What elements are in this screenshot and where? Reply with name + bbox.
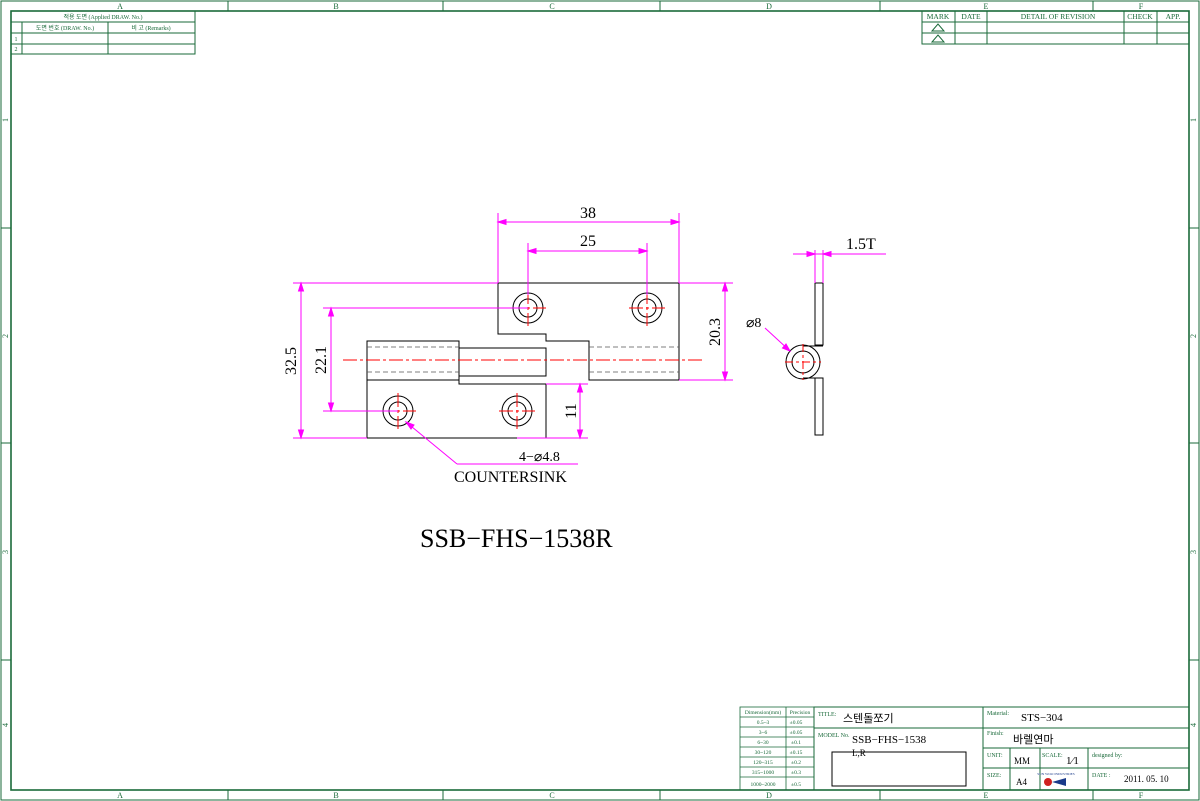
title-value: 스텐돌쪼기 bbox=[843, 712, 894, 725]
revision-header-mark: MARK bbox=[927, 12, 950, 21]
tol-row-4-range: 30~120 bbox=[755, 750, 772, 756]
tol-row-3-value: ±0.1 bbox=[791, 740, 801, 746]
row-label-left-4: 4 bbox=[1, 723, 10, 727]
material-label: Material: bbox=[987, 711, 1009, 717]
hinge-outline bbox=[497, 282, 680, 381]
unit-value: MM bbox=[1014, 756, 1030, 766]
finish-value: 바렐연마 bbox=[1013, 733, 1053, 746]
tol-row-4-value: ±0.15 bbox=[790, 750, 803, 756]
tolerance-table: Dimension(mm) Precision 0.5~3 ±0.05 3~6 … bbox=[739, 706, 815, 791]
dim-thickness: 1.5T bbox=[846, 236, 876, 253]
tol-row-6-value: ±0.3 bbox=[791, 770, 801, 776]
revision-table: MARK DATE DETAIL OF REVISION CHECK APP. bbox=[921, 10, 1190, 45]
col-label-bottom-a: A bbox=[117, 791, 123, 800]
dim-leaf-height: 20.3 bbox=[707, 318, 724, 346]
model-label: MODEL No. bbox=[818, 733, 850, 739]
date-value: 2011. 05. 10 bbox=[1124, 774, 1169, 784]
tol-row-1-range: 0.5~3 bbox=[757, 720, 770, 726]
row-label-right-2: 2 bbox=[1189, 334, 1198, 338]
dim-hole-center-span: 22.1 bbox=[313, 346, 330, 374]
tol-header-dimension: Dimension(mm) bbox=[745, 709, 782, 716]
scale-label: SCALE: bbox=[1042, 753, 1063, 759]
applied-drawing-row-1: 1 bbox=[15, 37, 18, 43]
col-label-top-c: C bbox=[549, 2, 554, 11]
title-label: TITLE: bbox=[818, 712, 837, 718]
tol-row-2-range: 3~6 bbox=[759, 730, 768, 736]
revision-header-check: CHECK bbox=[1127, 12, 1153, 21]
row-label-right-4: 4 bbox=[1189, 723, 1198, 727]
applied-drawing-header: 적용 도면 (Applied DRAW. No.) bbox=[63, 13, 142, 21]
col-label-bottom-b: B bbox=[333, 791, 338, 800]
model-sub: L,R bbox=[852, 748, 866, 758]
hole-note: 4−⌀4.8 bbox=[519, 450, 560, 465]
company-logo-text: SUN WOO INDUSTRIES bbox=[1037, 772, 1075, 776]
dim-overall-width: 38 bbox=[580, 205, 596, 222]
col-label-top-b: B bbox=[333, 2, 338, 11]
col-label-top-a: A bbox=[117, 2, 123, 11]
row-label-right-1: 1 bbox=[1189, 118, 1198, 122]
col-label-bottom-e: E bbox=[984, 791, 989, 800]
dimension-text: 38 25 1.5T 32.5 22.1 20.3 11 ⌀8 4−⌀4.8 bbox=[283, 205, 876, 465]
revision-header-date: DATE bbox=[961, 12, 981, 21]
dim-lower-hole: 11 bbox=[563, 403, 580, 418]
unit-label: UNIT: bbox=[987, 753, 1003, 759]
size-label: SIZE: bbox=[987, 773, 1002, 779]
col-label-bottom-d: D bbox=[766, 791, 772, 800]
countersink-note: COUNTERSINK bbox=[454, 469, 567, 486]
part-number: SSB−FHS−1538R bbox=[420, 524, 613, 553]
dim-overall-height: 32.5 bbox=[283, 347, 300, 375]
date-label: DATE : bbox=[1092, 773, 1111, 779]
hinge-lower-leaf-outline bbox=[366, 340, 547, 439]
applied-drawing-col2: 비 고 (Remarks) bbox=[131, 24, 170, 32]
col-label-bottom-c: C bbox=[549, 791, 554, 800]
designed-label: designed by: bbox=[1092, 753, 1123, 759]
row-label-left-2: 2 bbox=[1, 334, 10, 338]
dim-hole-pitch: 25 bbox=[580, 233, 596, 250]
hinge-side-view bbox=[785, 282, 824, 436]
col-label-bottom-f: F bbox=[1139, 791, 1144, 800]
row-label-right-3: 3 bbox=[1189, 550, 1198, 554]
applied-drawing-row-2: 2 bbox=[15, 47, 18, 53]
company-logo: SUN WOO INDUSTRIES bbox=[1037, 772, 1075, 786]
tol-row-6-range: 315~1000 bbox=[752, 770, 774, 776]
tol-header-precision: Precision bbox=[790, 710, 811, 716]
applied-drawing-col1: 도면 번호 (DRAW. No.) bbox=[36, 24, 94, 32]
hinge-front-view bbox=[343, 282, 703, 439]
col-label-top-d: D bbox=[766, 2, 772, 11]
row-label-left-3: 3 bbox=[1, 550, 10, 554]
dimension-lines bbox=[293, 213, 886, 465]
revision-header-detail: DETAIL OF REVISION bbox=[1021, 12, 1096, 21]
title-block: TITLE: MODEL No. Material: Finish: UNIT:… bbox=[813, 706, 1190, 791]
row-label-left-1: 1 bbox=[1, 118, 10, 122]
tol-row-1-value: ±0.05 bbox=[790, 720, 803, 726]
revision-triangle-icon bbox=[930, 23, 946, 43]
revision-header-app: APP. bbox=[1166, 12, 1181, 21]
finish-label: Finish: bbox=[987, 731, 1004, 737]
size-value: A4 bbox=[1016, 777, 1027, 787]
dim-pin-dia: ⌀8 bbox=[746, 316, 761, 331]
tol-row-3-range: 6~30 bbox=[757, 740, 768, 746]
tol-row-5-value: ±0.2 bbox=[791, 760, 801, 766]
col-label-top-f: F bbox=[1139, 2, 1144, 11]
tol-row-2-value: ±0.05 bbox=[790, 730, 803, 736]
tol-row-7-range: 1000~2000 bbox=[751, 782, 776, 788]
col-label-top-e: E bbox=[984, 2, 989, 11]
scale-value: 1⁄1 bbox=[1066, 755, 1079, 767]
applied-drawing-table: 적용 도면 (Applied DRAW. No.) 도면 번호 (DRAW. N… bbox=[10, 10, 196, 55]
tol-row-5-range: 120~315 bbox=[753, 760, 773, 766]
model-value: SSB−FHS−1538 bbox=[852, 734, 927, 746]
material-value: STS−304 bbox=[1021, 712, 1063, 724]
tol-row-7-value: ±0.5 bbox=[791, 782, 801, 788]
